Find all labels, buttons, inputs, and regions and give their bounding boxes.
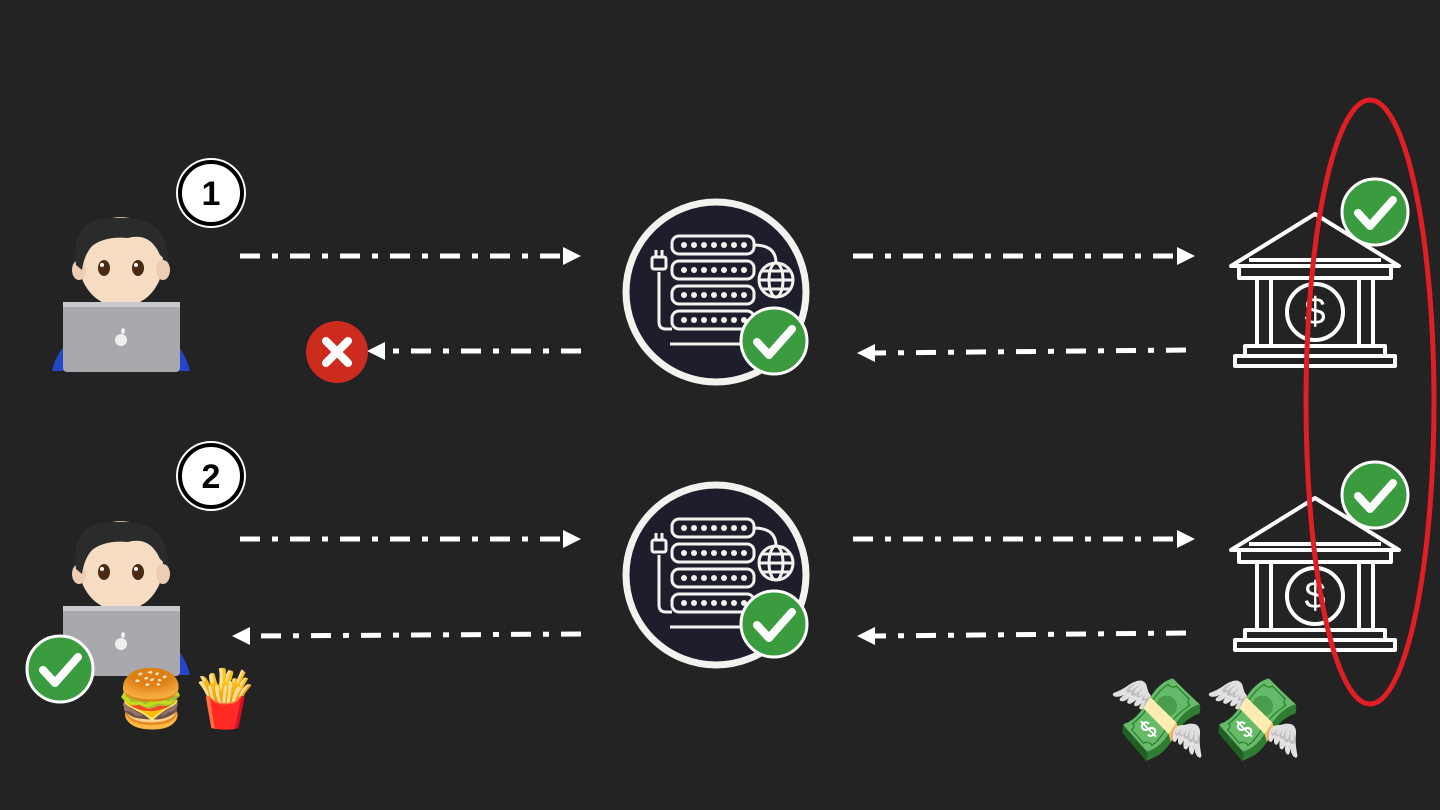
request-arrow-server-to-bank <box>853 530 1195 548</box>
request-arrow-client-to-server <box>240 530 581 548</box>
step-1-group: 1 $ <box>52 156 1408 383</box>
burger-icon: 🍔 <box>116 667 186 732</box>
server-success-check-icon <box>741 308 807 374</box>
fries-icon: 🍟 <box>190 667 260 732</box>
response-arrow-bank-to-server <box>857 344 1187 362</box>
step-1-number: 1 <box>202 175 221 213</box>
server-success-check-icon <box>741 591 807 657</box>
bank-success-check-icon <box>1342 462 1408 528</box>
step-2-group: 2 $ <box>27 439 1408 702</box>
request-arrow-server-to-bank <box>853 247 1195 265</box>
response-arrow-bank-to-server <box>857 627 1187 645</box>
step-2-number: 2 <box>202 458 221 496</box>
request-arrow-client-to-server <box>240 247 581 265</box>
step-1-badge: 1 <box>174 156 248 230</box>
bank-highlight-ellipse <box>1303 97 1437 707</box>
step-2-badge: 2 <box>174 439 248 513</box>
client-success-check-icon <box>27 636 93 702</box>
money-with-wings-icon: 💸 <box>1204 673 1304 766</box>
response-arrow-server-to-client <box>232 627 582 645</box>
client-person-laptop-icon <box>52 217 190 372</box>
money-with-wings-icon: 💸 <box>1108 673 1208 766</box>
client-failure-x-icon <box>306 321 368 383</box>
response-arrow-server-to-client <box>367 342 581 360</box>
bank-success-check-icon <box>1342 179 1408 245</box>
